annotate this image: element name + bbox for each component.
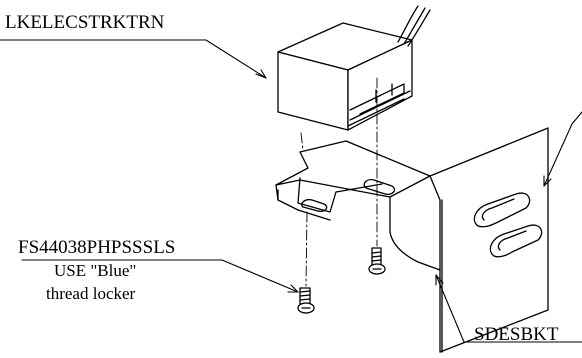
- screw-right: [368, 247, 386, 275]
- fastener-callout-label: FS44038PHPSSSLS: [18, 237, 176, 258]
- electronics-callout-label: LKELECSTRKTRN: [5, 12, 165, 33]
- fastener-note-line2: thread locker: [46, 284, 136, 303]
- bracket-callout-label: SDESBKT: [474, 324, 559, 345]
- centerlines: [300, 77, 378, 287]
- leader-lines: [0, 39, 582, 343]
- mounting-bracket: [275, 127, 549, 353]
- screw-left: [297, 287, 315, 314]
- sensor-module: [277, 5, 431, 131]
- fastener-note-line1: USE "Blue": [54, 261, 137, 280]
